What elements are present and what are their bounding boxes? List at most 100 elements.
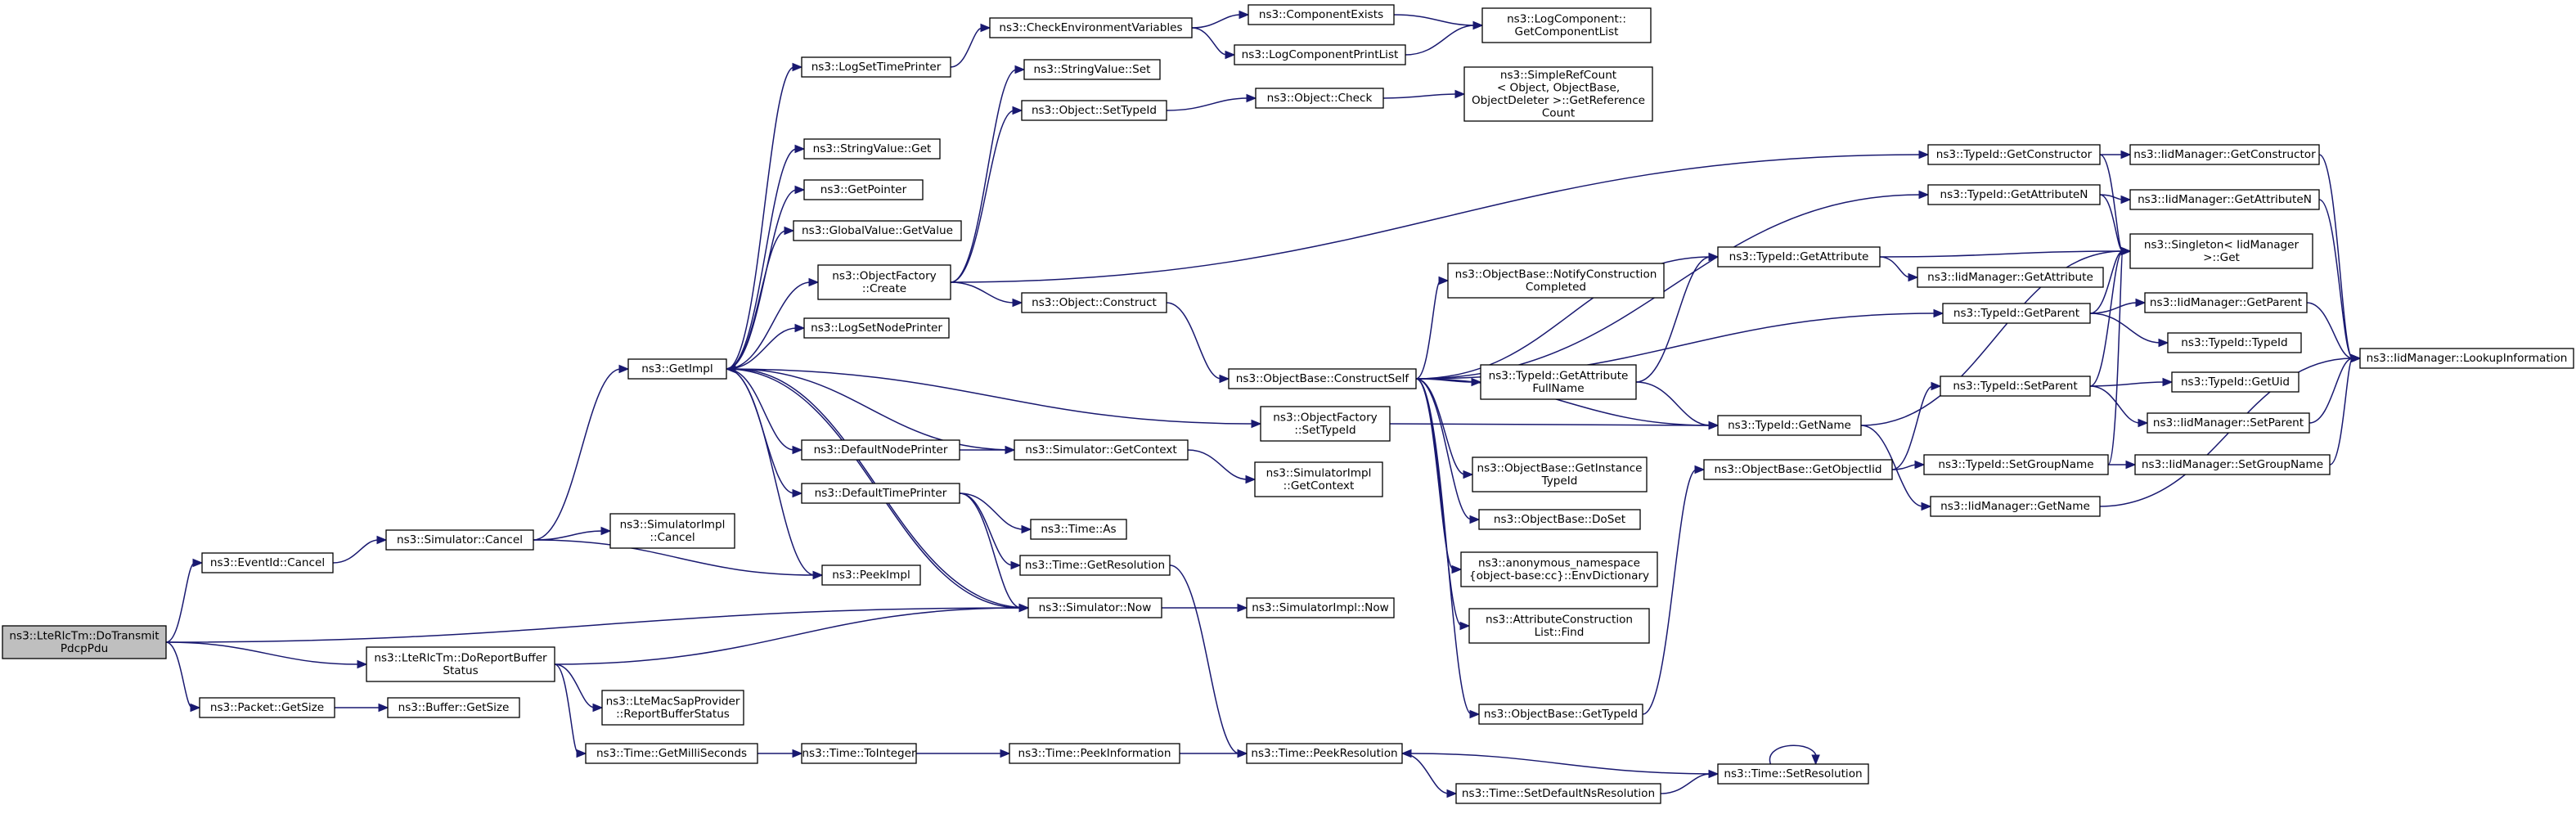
node-lte-mac-sap[interactable]: ns3::LteMacSapProvider::ReportBufferStat… — [601, 690, 744, 726]
edge-type-id-get-ctor-to-iid-get-ctor — [2099, 150, 2132, 160]
node-obj-fact-create[interactable]: ns3::ObjectFactory::Create — [817, 264, 951, 300]
node-iid-get-ctor[interactable]: ns3::IidManager::GetConstructor — [2129, 144, 2320, 165]
node-label: ns3::StringValue::Get — [813, 142, 932, 155]
edge-arrowhead — [1451, 564, 1463, 574]
node-iid-set-group[interactable]: ns3::IidManager::SetGroupName — [2134, 454, 2331, 475]
node-obj-get-type-id[interactable]: ns3::ObjectBase::GetTypeId — [1478, 704, 1643, 725]
node-get-impl[interactable]: ns3::GetImpl — [627, 358, 727, 380]
node-label: ns3::ObjectFactory — [1273, 411, 1377, 424]
node-def-time-printer[interactable]: ns3::DefaultTimePrinter — [801, 483, 960, 504]
edge-type-id-set-parent-to-iid-set-parent — [2089, 385, 2149, 428]
node-global-get-value[interactable]: ns3::GlobalValue::GetValue — [793, 220, 962, 241]
node-sim-impl-now[interactable]: ns3::SimulatorImpl::Now — [1246, 597, 1395, 618]
edge-arrowhead — [1251, 419, 1262, 429]
edge-arrowhead — [2350, 353, 2362, 363]
node-type-id-get-name[interactable]: ns3::TypeId::GetName — [1717, 415, 1862, 436]
edge-arrowhead — [378, 703, 389, 713]
edge-do-report-buffer-to-sim-now — [554, 603, 1030, 665]
node-label: ns3::ObjectBase::GetObjectIid — [1715, 463, 1882, 476]
node-obj-fact-set-type-id[interactable]: ns3::ObjectFactory::SetTypeId — [1260, 406, 1391, 442]
node-type-id-get-ctor[interactable]: ns3::TypeId::GetConstructor — [1927, 144, 2101, 165]
node-time-as[interactable]: ns3::Time::As — [1030, 519, 1127, 540]
edge-root-to-sim-now — [165, 603, 1030, 643]
node-sim-now[interactable]: ns3::Simulator::Now — [1027, 597, 1162, 618]
edge-time-peek-res-to-time-set-def-ns — [1401, 753, 1458, 798]
edge-time-set-res-to-time-set-res — [1769, 744, 1820, 766]
node-env-dict[interactable]: ns3::anonymous_namespace{object-base:cc}… — [1460, 551, 1658, 587]
node-obj-check[interactable]: ns3::Object::Check — [1255, 88, 1384, 109]
node-label: >::Get — [2203, 251, 2240, 264]
node-comp-exists[interactable]: ns3::ComponentExists — [1248, 4, 1395, 25]
node-type-id-type-id[interactable]: ns3::TypeId::TypeId — [2167, 332, 2302, 353]
node-get-pointer[interactable]: ns3::GetPointer — [803, 179, 924, 200]
node-label: ns3::DefaultNodePrinter — [814, 443, 948, 456]
node-singleton-get[interactable]: ns3::Singleton< IidManager >::Get — [2129, 233, 2313, 269]
node-label: ns3::PeekImpl — [832, 569, 910, 582]
node-type-id-get-parent[interactable]: ns3::TypeId::GetParent — [1942, 303, 2091, 324]
node-sim-cancel[interactable]: ns3::Simulator::Cancel — [385, 529, 534, 551]
node-time-peek-res[interactable]: ns3::Time::PeekResolution — [1246, 743, 1403, 764]
node-label: ns3::IidManager::GetParent — [2150, 296, 2302, 309]
edge-obj-fact-create-to-type-id-get-ctor — [950, 150, 1930, 283]
node-ref-count[interactable]: ns3::SimpleRefCount< Object, ObjectBase,… — [1463, 66, 1653, 122]
node-packet-get-size[interactable]: ns3::Packet::GetSize — [199, 697, 335, 718]
node-label: PdcpPdu — [61, 642, 108, 655]
node-iid-get-attr-n[interactable]: ns3::IidManager::GetAttributeN — [2129, 189, 2320, 210]
node-box — [1930, 496, 2101, 517]
node-log-set-node[interactable]: ns3::LogSetNodePrinter — [803, 317, 950, 339]
node-get-object-iid[interactable]: ns3::ObjectBase::GetObjectIid — [1703, 459, 1893, 480]
node-sim-get-context[interactable]: ns3::Simulator::GetContext — [1014, 439, 1189, 461]
node-log-comp-list[interactable]: ns3::LogComponent::GetComponentList — [1481, 7, 1652, 43]
edge-event-cancel-to-sim-cancel — [332, 535, 388, 564]
node-iid-get-attr[interactable]: ns3::IidManager::GetAttribute — [1917, 267, 2104, 288]
node-label: Completed — [1526, 281, 1586, 294]
node-iid-get-parent[interactable]: ns3::IidManager::GetParent — [2144, 292, 2308, 313]
node-type-id-set-group[interactable]: ns3::TypeId::SetGroupName — [1923, 454, 2109, 475]
node-box — [2, 625, 167, 659]
edge-log-set-time-to-check-env — [950, 23, 991, 68]
node-event-cancel[interactable]: ns3::EventId::Cancel — [201, 552, 334, 573]
node-iid-set-parent[interactable]: ns3::IidManager::SetParent — [2147, 412, 2310, 434]
node-buffer-get-size[interactable]: ns3::Buffer::GetSize — [387, 697, 520, 718]
node-type-id-get-attr-n[interactable]: ns3::TypeId::GetAttributeN — [1927, 184, 2101, 205]
edge-line — [332, 539, 380, 564]
node-obj-construct[interactable]: ns3::Object::Construct — [1021, 292, 1167, 313]
node-log-set-time[interactable]: ns3::LogSetTimePrinter — [801, 56, 951, 78]
node-label: ns3::IidManager::GetConstructor — [2133, 148, 2316, 161]
node-log-comp-print[interactable]: ns3::LogComponentPrintList — [1234, 44, 1406, 65]
edge-line — [2089, 250, 2124, 387]
node-time-to-integer[interactable]: ns3::Time::ToInteger — [801, 743, 917, 764]
node-str-val-set[interactable]: ns3::StringValue::Set — [1023, 59, 1161, 80]
edge-line — [950, 154, 1922, 283]
node-time-set-def-ns[interactable]: ns3::Time::SetDefaultNsResolution — [1455, 783, 1661, 804]
node-iid-get-name[interactable]: ns3::IidManager::GetName — [1930, 496, 2101, 517]
edge-arrowhead — [808, 277, 820, 287]
node-label: ns3::IidManager::SetParent — [2153, 416, 2304, 429]
node-time-set-res[interactable]: ns3::Time::SetResolution — [1717, 763, 1869, 785]
node-type-id-get-attr[interactable]: ns3::TypeId::GetAttribute — [1717, 246, 1881, 268]
node-check-env[interactable]: ns3::CheckEnvironmentVariables — [989, 17, 1193, 38]
node-box — [201, 552, 334, 573]
node-sim-impl-cancel[interactable]: ns3::SimulatorImpl::Cancel — [609, 513, 735, 549]
node-time-peek-info[interactable]: ns3::Time::PeekInformation — [1009, 743, 1180, 764]
node-iid-lookup[interactable]: ns3::IidManager::LookupInformation — [2359, 348, 2574, 369]
node-type-id-set-parent[interactable]: ns3::TypeId::SetParent — [1940, 376, 2091, 397]
node-type-id-get-uid[interactable]: ns3::TypeId::GetUid — [2171, 371, 2300, 393]
node-time-get-milli[interactable]: ns3::Time::GetMilliSeconds — [585, 743, 758, 764]
node-def-node-printer[interactable]: ns3::DefaultNodePrinter — [801, 439, 960, 461]
node-str-val-get[interactable]: ns3::StringValue::Get — [803, 138, 941, 160]
node-notify-construct[interactable]: ns3::ObjectBase::NotifyConstructionCompl… — [1447, 263, 1665, 299]
node-peek-impl[interactable]: ns3::PeekImpl — [821, 564, 921, 586]
node-do-set[interactable]: ns3::ObjectBase::DoSet — [1478, 509, 1641, 530]
edge-arrowhead — [794, 185, 806, 195]
node-time-get-res[interactable]: ns3::Time::GetResolution — [1019, 555, 1171, 576]
node-sim-impl-get-context[interactable]: ns3::SimulatorImpl::GetContext — [1254, 461, 1383, 497]
node-construct-self[interactable]: ns3::ObjectBase::ConstructSelf — [1228, 368, 1417, 389]
node-obj-set-type-id[interactable]: ns3::Object::SetTypeId — [1021, 100, 1167, 121]
edge-arrowhead — [1245, 474, 1257, 484]
